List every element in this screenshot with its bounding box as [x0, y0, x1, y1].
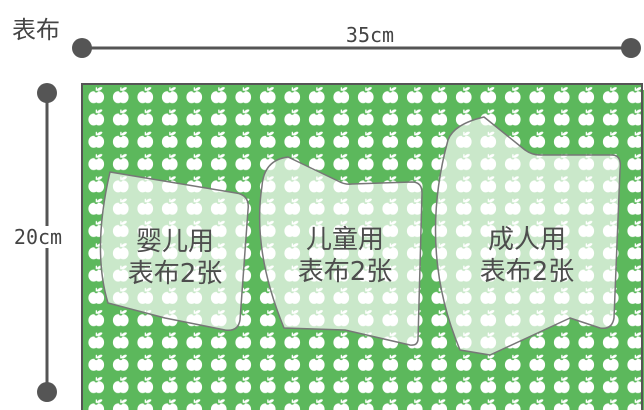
piece-adult-line2: 表布2张	[480, 257, 575, 287]
width-dimension-start-dot	[72, 38, 92, 58]
piece-baby-line1: 婴儿用	[136, 227, 214, 257]
piece-adult-line1: 成人用	[488, 225, 566, 255]
mask-piece-child: 儿童用 表布2张	[258, 156, 423, 346]
piece-child-line1: 儿童用	[306, 225, 384, 255]
mask-piece-baby: 婴儿用 表布2张	[99, 171, 249, 332]
height-dimension: 20cm	[6, 83, 70, 402]
piece-child-line2: 表布2张	[298, 257, 393, 287]
height-dimension-start-dot	[37, 83, 57, 103]
width-dimension-end-dot	[621, 38, 641, 58]
height-dimension-end-dot	[37, 382, 57, 402]
width-label: 35cm	[346, 23, 394, 47]
mask-piece-adult: 成人用 表布2张	[434, 116, 622, 356]
piece-baby-line2: 表布2张	[128, 259, 223, 289]
width-dimension: 35cm	[72, 23, 641, 58]
height-label: 20cm	[14, 225, 62, 249]
fabric-title: 表布	[12, 16, 60, 44]
